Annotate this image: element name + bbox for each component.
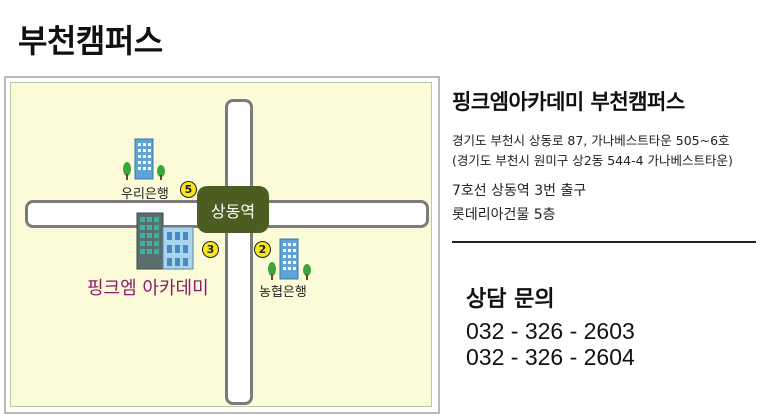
station-marker: 상동역 bbox=[197, 186, 269, 233]
phone-number[interactable]: 032 - 326 - 2604 bbox=[466, 344, 635, 370]
badge-academy: 3 bbox=[202, 241, 219, 258]
transit-line-2: 롯데리아건물 5층 bbox=[452, 207, 556, 223]
badge-woori: 5 bbox=[180, 181, 197, 198]
phone-number[interactable]: 032 - 326 - 2603 bbox=[466, 318, 635, 344]
building-icon bbox=[268, 238, 311, 280]
address-line-2: (경기도 부천시 원미구 상2동 544-4 가나베스트타운) bbox=[452, 153, 733, 168]
page-title: 부천캠퍼스 bbox=[18, 22, 163, 60]
road-vertical bbox=[225, 99, 253, 405]
transit-line-1: 7호선 상동역 3번 출구 bbox=[452, 183, 587, 199]
map-canvas: 상동역 우리은행 5 bbox=[10, 82, 432, 407]
building-icon bbox=[123, 138, 165, 180]
nonghyup-bank-label: 농협은행 bbox=[259, 285, 307, 300]
academy-name: 핑크엠아카데미 부천캠퍼스 bbox=[452, 90, 685, 114]
badge-nonghyup: 2 bbox=[254, 241, 271, 258]
address-line-1: 경기도 부천시 상동로 87, 가나베스트타운 505~6호 bbox=[452, 133, 730, 148]
building-icon bbox=[136, 212, 194, 270]
woori-bank-label: 우리은행 bbox=[121, 187, 169, 202]
location-map: 상동역 우리은행 5 bbox=[4, 76, 440, 414]
divider bbox=[452, 241, 756, 243]
academy-map-label: 핑크엠 아카데미 bbox=[87, 278, 209, 299]
contact-title: 상담 문의 bbox=[466, 287, 555, 312]
